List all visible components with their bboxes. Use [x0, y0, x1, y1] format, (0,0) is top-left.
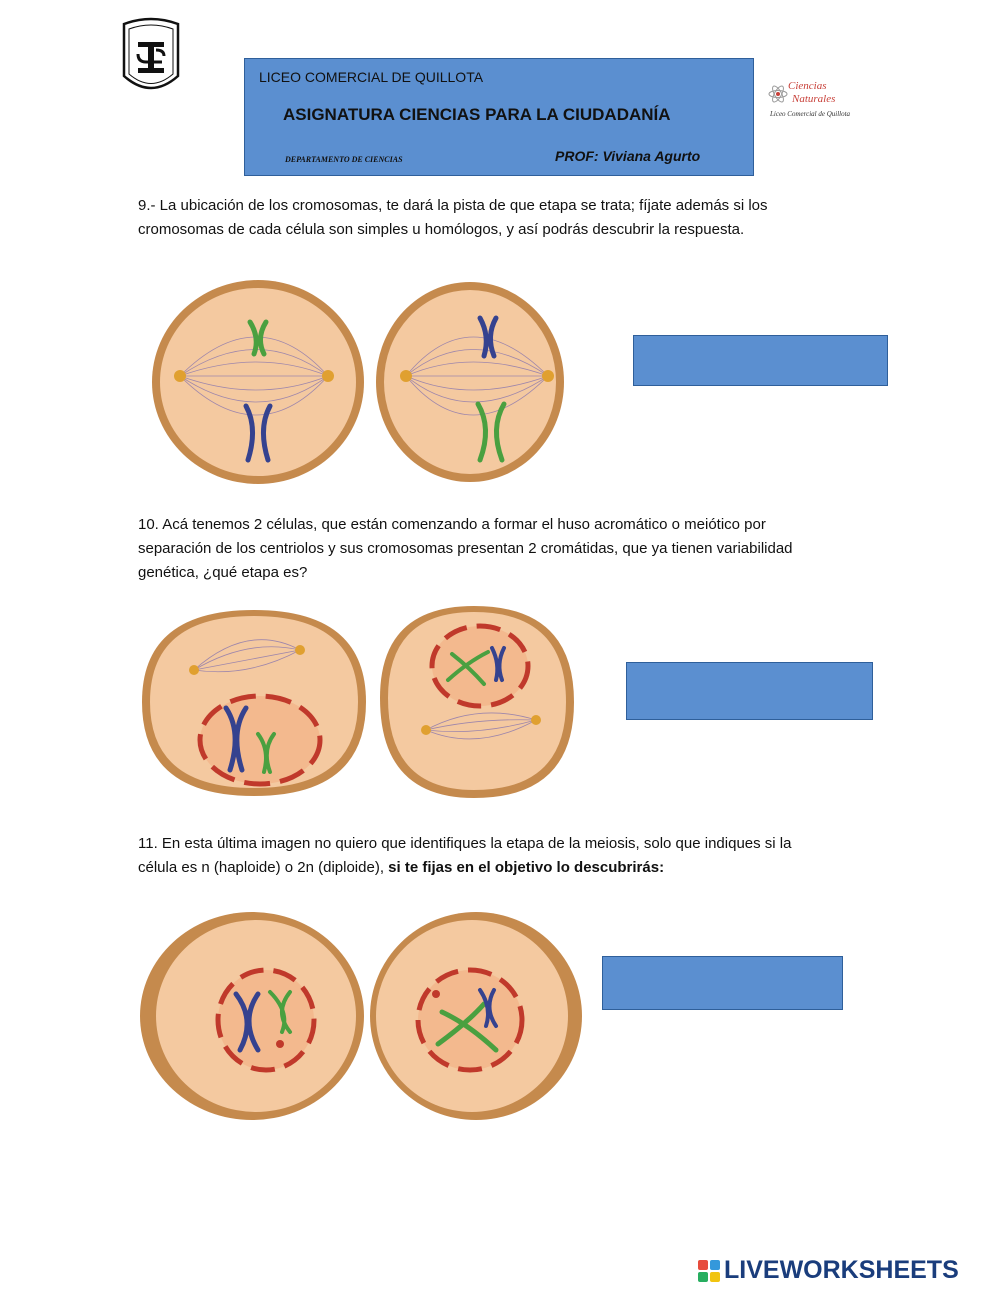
question-11-line-2-normal: célula es n (haploide) o 2n (diploide), — [138, 859, 389, 876]
atom-icon — [768, 85, 788, 103]
liveworksheets-logo: LIVEWORKSHEETS — [698, 1256, 998, 1286]
question-11-line-1: 11. En esta última imagen no quiero que … — [138, 835, 792, 852]
q10-cell-illustration — [142, 606, 574, 798]
header-banner: LICEO COMERCIAL DE QUILLOTA ASIGNATURA C… — [244, 58, 754, 176]
logo-line-1: Ciencias — [788, 80, 827, 92]
logo-line-3: Liceo Comercial de Quillota — [770, 110, 851, 118]
q9-cell-right — [376, 282, 564, 482]
question-9: 9.- La ubicación de los cromosomas, te d… — [138, 194, 868, 242]
question-11: 11. En esta última imagen no quiero que … — [138, 832, 868, 880]
q11-cell-illustration — [140, 912, 582, 1120]
question-10: 10. Acá tenemos 2 células, que están com… — [138, 513, 868, 585]
q11-cell-right — [370, 912, 582, 1120]
liveworksheets-icon — [698, 1260, 720, 1282]
question-9-line-1: 9.- La ubicación de los cromosomas, te d… — [138, 197, 768, 214]
school-logo — [122, 17, 180, 90]
q11-cell-left — [140, 912, 364, 1120]
logo-line-2: Naturales — [792, 93, 836, 105]
answer-input-11[interactable] — [602, 956, 843, 1010]
q9-cell-illustration — [152, 280, 564, 484]
question-10-line-3: genética, ¿qué etapa es? — [138, 564, 308, 581]
department-label: DEPARTAMENTO DE CIENCIAS — [285, 155, 403, 164]
question-11-line-2: célula es n (haploide) o 2n (diploide), … — [138, 856, 868, 880]
school-name: LICEO COMERCIAL DE QUILLOTA — [259, 69, 484, 85]
q10-cell-left — [142, 610, 366, 796]
question-10-line-2: separación de los centriolos y sus cromo… — [138, 540, 793, 557]
q9-cell-left — [152, 280, 364, 484]
answer-input-10[interactable] — [626, 662, 873, 720]
ciencias-naturales-logo: Ciencias Naturales Liceo Comercial de Qu… — [766, 80, 854, 124]
teacher-name: PROF: Viviana Agurto — [555, 148, 701, 164]
question-11-line-2-bold: si te fijas en el objetivo lo descubrirá… — [388, 859, 665, 876]
question-10-line-1: 10. Acá tenemos 2 células, que están com… — [138, 516, 766, 533]
subject-title: ASIGNATURA CIENCIAS PARA LA CIUDADANÍA — [283, 105, 671, 124]
question-9-line-2: cromosomas de cada célula son simples u … — [138, 221, 745, 238]
footer-brand: LIVEWORKSHEETS — [724, 1256, 959, 1284]
q10-cell-right — [380, 606, 574, 798]
answer-input-9[interactable] — [633, 335, 888, 386]
